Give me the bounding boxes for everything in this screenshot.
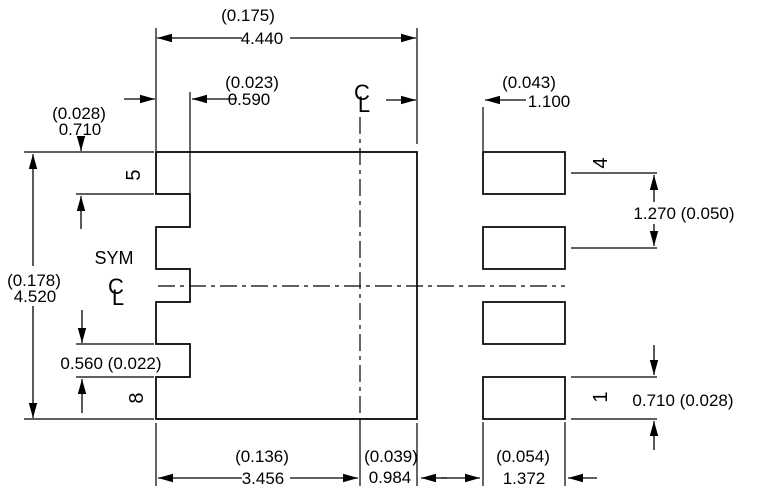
dim-pitch: 1.270 (0.050) (633, 175, 735, 246)
dim-lead-length-inch-label: (0.023) (225, 73, 279, 92)
dim-pitch-label: 1.270 (0.050) (633, 204, 734, 223)
pin-1-label: 1 (590, 391, 612, 402)
extension-lines (24, 28, 657, 486)
dim-body-width: (0.175) 4.440 (157, 6, 416, 48)
dim-lead-length: (0.023) 0.590 (124, 73, 279, 109)
pin-8-label: 8 (126, 392, 148, 403)
package-body-outline (155, 151, 418, 420)
dim-pad-gap: 0.560 (0.022) (60, 310, 162, 413)
centerline-symbol-top: C L (354, 80, 370, 117)
right-pads (482, 151, 566, 420)
dim-body-height: (0.178) 4.520 (7, 154, 61, 418)
centerline-c-glyph: C (354, 80, 370, 105)
dim-right-pad-width-mm-label: 1.372 (503, 469, 546, 488)
dim-left-to-center-mm-label: 3.456 (242, 469, 285, 488)
sym-label: SYM (94, 248, 133, 268)
centerline-l-glyph: L (112, 285, 124, 310)
pin-5-label: 5 (123, 169, 145, 180)
dim-center-to-edge-mm-label: 0.984 (369, 468, 412, 487)
dim-lead-length-mm-label: 0.590 (228, 90, 271, 109)
dim-center-to-edge-inch-label: (0.039) (364, 447, 418, 466)
dim-pad1-width-label: 0.710 (0.028) (632, 391, 733, 410)
dim-body-height-mm-label: 4.520 (14, 287, 57, 306)
dim-body-height-inch-label: (0.178) (7, 271, 61, 290)
dim-pad-clearance-inch-label: (0.043) (502, 73, 556, 92)
dim-body-width-mm-label: 4.440 (241, 29, 284, 48)
dim-center-to-edge: (0.039) 0.984 (364, 447, 447, 487)
right-pad-3 (482, 226, 566, 270)
dim-pad5-width-mm-label: 0.710 (59, 120, 102, 139)
dim-left-to-center: (0.136) 3.456 (158, 447, 358, 488)
symmetry-label: SYM C L (94, 248, 133, 310)
dim-left-to-center-inch-label: (0.136) (235, 447, 289, 466)
centerlines (158, 117, 565, 486)
dim-pad-gap-label: 0.560 (0.022) (60, 354, 161, 373)
dim-body-width-inch-label: (0.175) (221, 6, 275, 25)
right-pad-1 (482, 376, 566, 420)
centerline-l-glyph: L (358, 92, 370, 117)
dim-pad-clearance: (0.043) 1.100 (386, 73, 570, 111)
dim-pad5-width: (0.028) 0.710 (52, 104, 106, 229)
dim-right-pad-width-inch-label: (0.054) (496, 447, 550, 466)
right-pad-4 (482, 151, 566, 195)
dim-pad5-width-inch-label: (0.028) (52, 104, 106, 123)
dim-right-pad-width: (0.054) 1.372 (441, 447, 597, 488)
dim-pad-clearance-mm-label: 1.100 (528, 92, 571, 111)
centerline-c-glyph: C (108, 274, 124, 299)
pin-4-label: 4 (590, 157, 612, 168)
dim-pad1-width: 0.710 (0.028) (632, 345, 734, 450)
right-pad-2 (482, 301, 566, 345)
pin-numbers: 5 8 4 1 (123, 157, 612, 403)
